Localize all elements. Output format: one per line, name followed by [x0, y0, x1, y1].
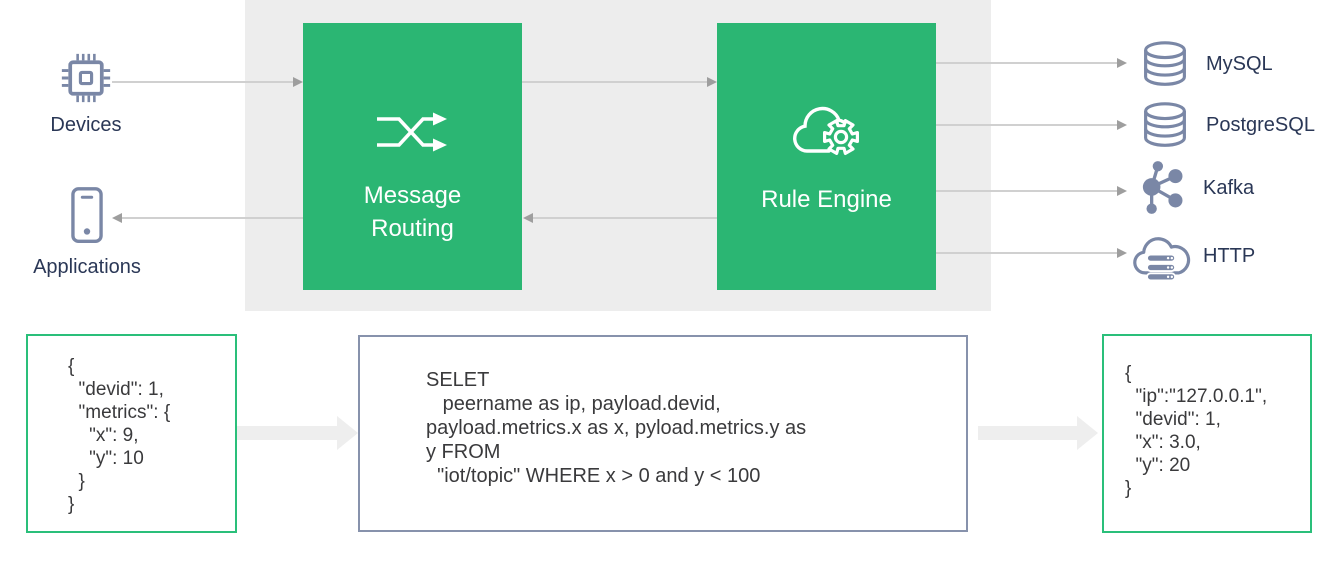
arrow-devices-to-routing: [112, 78, 303, 86]
smartphone-icon: [66, 186, 108, 246]
node-applications: Applications: [13, 186, 161, 279]
node-devices: Devices: [34, 52, 138, 137]
sink-mysql: MySQL: [1133, 40, 1273, 88]
sink-kafka: Kafka: [1130, 158, 1254, 218]
database-icon: [1133, 101, 1197, 149]
device-payload-json: { "devid": 1, "metrics": { "x": 9, "y": …: [68, 356, 171, 515]
cloud-gear-icon: [787, 93, 867, 163]
http-label: HTTP: [1203, 244, 1256, 267]
cloud-server-icon: [1130, 228, 1194, 284]
postgresql-label: PostgreSQL: [1206, 113, 1315, 136]
output-payload-json: { "ip":"127.0.0.1", "devid": 1, "x": 3.0…: [1125, 363, 1268, 499]
rule-engine-label: Rule Engine: [761, 186, 892, 213]
chip-icon: [60, 52, 112, 104]
kafka-network-icon: [1130, 158, 1194, 218]
kafka-label: Kafka: [1203, 176, 1255, 199]
message-routing-box: Message Routing: [303, 23, 522, 290]
arrow-routing-to-rule-engine: [522, 78, 717, 86]
sink-postgresql: PostgreSQL: [1133, 101, 1315, 149]
database-icon: [1133, 40, 1197, 88]
arrow-rule-engine-to-http: [936, 249, 1127, 257]
arrow-rule-engine-to-mysql: [936, 59, 1127, 67]
arrow-routing-to-applications: [112, 214, 303, 222]
arrow-rule-engine-to-kafka: [936, 187, 1127, 195]
block-arrow-sql-to-output: [978, 416, 1098, 450]
output-payload-box: { "ip":"127.0.0.1", "devid": 1, "x": 3.0…: [1102, 334, 1312, 533]
shuffle-icon: [375, 109, 451, 155]
devices-label: Devices: [50, 114, 122, 136]
rule-engine-box: Rule Engine: [717, 23, 936, 290]
mysql-label: MySQL: [1206, 52, 1273, 75]
sink-http: HTTP: [1130, 228, 1255, 284]
message-routing-label: Message Routing: [363, 182, 462, 242]
device-payload-box: { "devid": 1, "metrics": { "x": 9, "y": …: [26, 334, 237, 533]
rule-sql-box: SELET peername as ip, payload.devid, pay…: [358, 335, 968, 532]
applications-label: Applications: [33, 256, 141, 278]
arrow-rule-engine-to-routing: [523, 214, 717, 222]
arrow-rule-engine-to-postgresql: [936, 121, 1127, 129]
rule-sql-text: SELET peername as ip, payload.devid, pay…: [426, 369, 807, 487]
block-arrow-payload-to-sql: [237, 416, 358, 450]
